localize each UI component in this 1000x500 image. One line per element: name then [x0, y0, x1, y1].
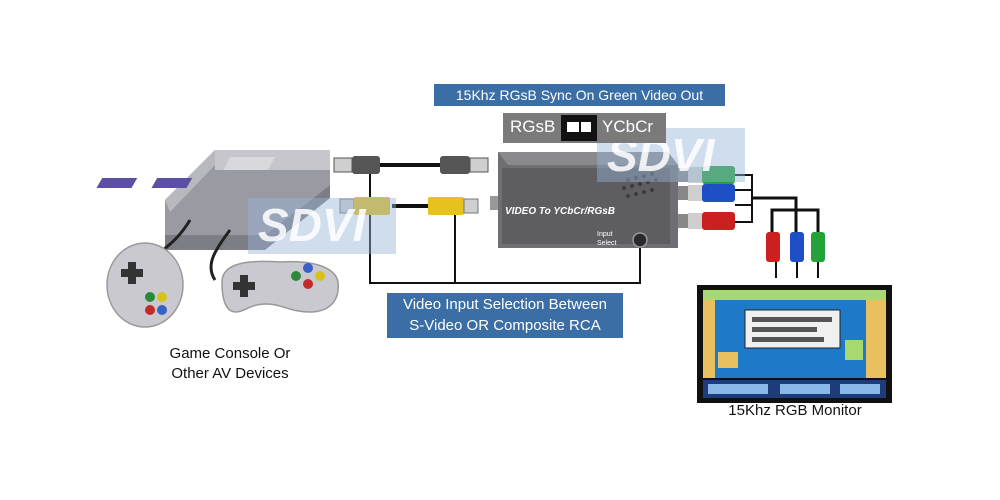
- right-controller-icon: [221, 260, 339, 313]
- converter-device-icon: [490, 152, 678, 248]
- component-plugs-monitor-icon: [766, 232, 825, 262]
- input-select-line-1: Input: [597, 231, 613, 238]
- switch-left-label: RGsB: [510, 117, 556, 136]
- game-console-icon: [96, 150, 330, 250]
- switch-right-label: YCbCr: [602, 117, 654, 136]
- component-output-jacks-icon: [678, 166, 735, 230]
- input-select-line-2: Select: [597, 240, 617, 247]
- rca-yellow-plug-left-icon: [339, 197, 390, 215]
- cables: [369, 163, 820, 284]
- input-select-label: Input Select: [597, 230, 616, 248]
- input-selection-line-1: Video Input Selection Between: [402, 296, 608, 313]
- watermark-box-left: [248, 198, 396, 254]
- rgb-monitor-icon: [697, 285, 892, 403]
- console-caption-line-1: Game Console Or: [169, 345, 291, 362]
- input-selection-line-2: S-Video OR Composite RCA: [409, 317, 601, 334]
- svideo-plug-right-icon: [440, 156, 489, 174]
- rca-yellow-plug-right-icon: [428, 197, 479, 215]
- monitor-caption: 15Khz RGB Monitor: [728, 402, 862, 419]
- svideo-plug-left-icon: [333, 156, 380, 174]
- input-selection-label: Video Input Selection Between S-Video OR…: [387, 293, 623, 338]
- left-controller-icon: [106, 242, 184, 328]
- console-caption: Game Console Or Other AV Devices: [140, 344, 320, 384]
- console-caption-line-2: Other AV Devices: [171, 365, 289, 382]
- watermark-left: SDVI: [258, 199, 366, 251]
- switch-toggle-icon: [561, 115, 597, 141]
- top-label: 15Khz RGsB Sync On Green Video Out: [434, 84, 725, 106]
- output-switch: RGsB YCbCr: [503, 113, 666, 143]
- device-label: VIDEO To YCbCr/RGsB: [505, 206, 616, 217]
